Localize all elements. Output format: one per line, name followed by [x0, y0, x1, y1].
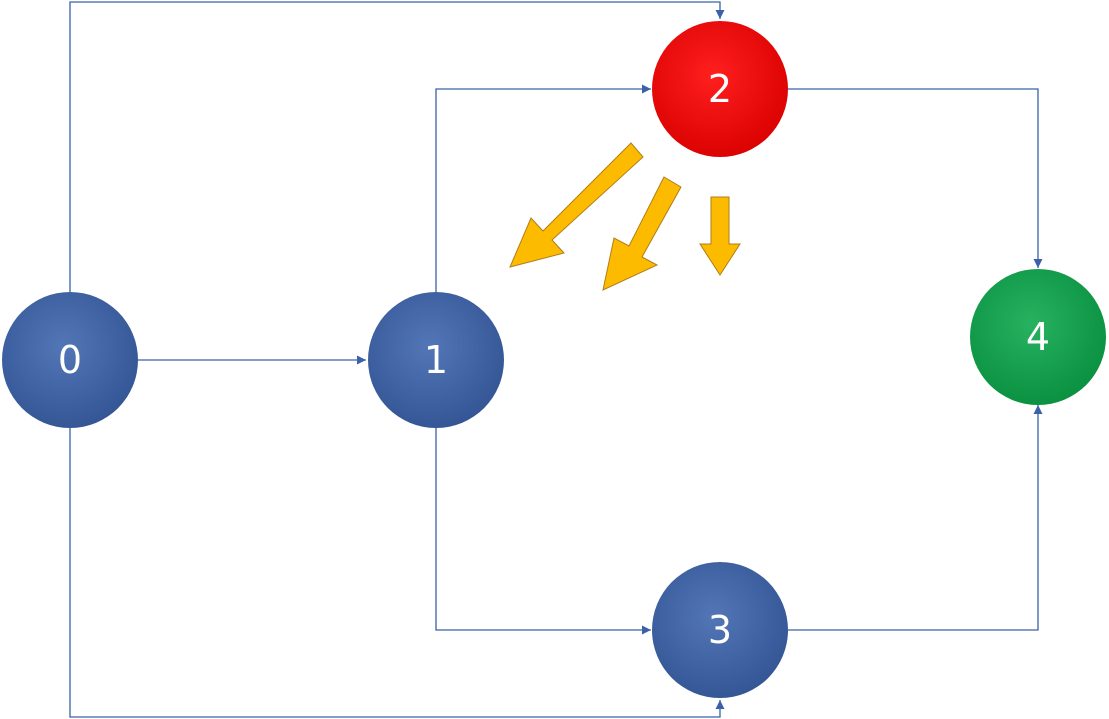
node-4-label: 4 [1026, 315, 1050, 359]
edge-3-to-4 [788, 405, 1043, 631]
node-3[interactable]: 3 [652, 562, 788, 698]
node-0-label: 0 [58, 338, 82, 382]
node-4[interactable]: 4 [970, 269, 1106, 405]
flow-arrow-down [699, 196, 741, 276]
node-3-label: 3 [708, 608, 732, 652]
edge-0-to-2 [69, 1, 725, 292]
node-2[interactable]: 2 [652, 21, 788, 157]
nodes-layer: 0 1 2 3 4 [2, 21, 1106, 698]
edges-layer [69, 1, 1043, 718]
node-2-label: 2 [708, 67, 732, 111]
node-1[interactable]: 1 [368, 292, 504, 428]
flow-arrows-from-node-2 [509, 142, 741, 291]
node-0[interactable]: 0 [2, 292, 138, 428]
node-1-label: 1 [424, 338, 448, 382]
edge-2-to-4 [788, 88, 1043, 268]
flow-arrow-left [509, 142, 644, 268]
edge-1-to-3 [435, 428, 651, 635]
flow-arrow-middle [602, 176, 682, 291]
edge-1-to-2 [435, 84, 651, 292]
edge-0-to-3 [69, 428, 725, 718]
